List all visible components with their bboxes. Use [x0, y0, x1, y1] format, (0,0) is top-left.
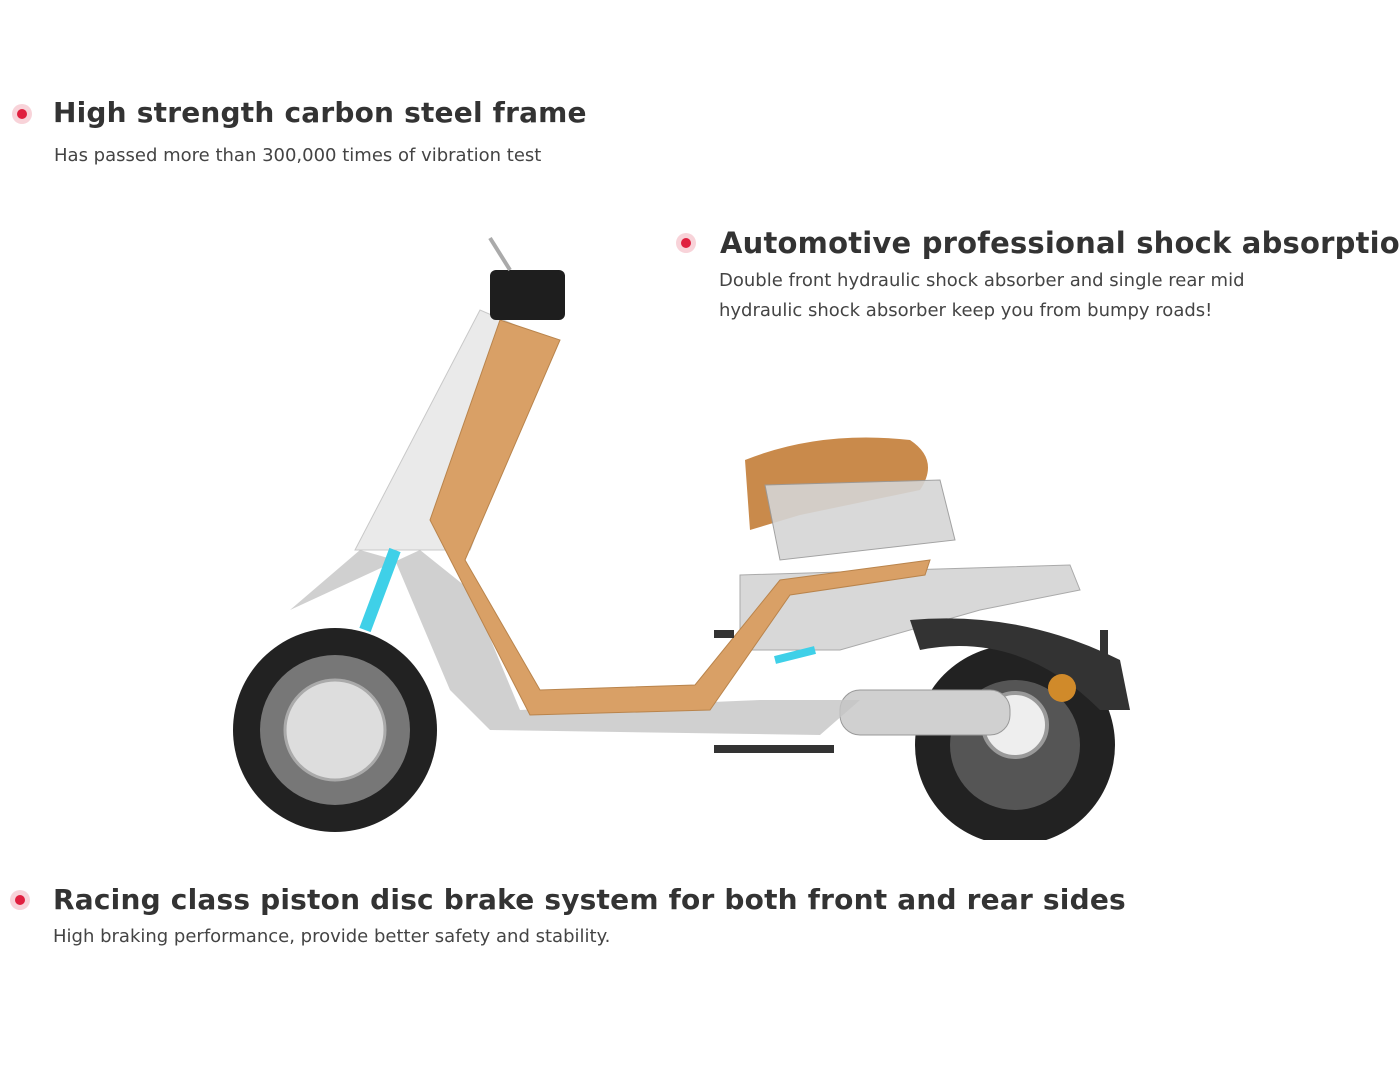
front-disc-brake — [283, 678, 387, 782]
bullet-dot-icon — [676, 233, 696, 253]
feature-title: High strength carbon steel frame — [53, 96, 587, 129]
bullet-dot-icon — [12, 104, 32, 124]
carbon-steel-frame — [429, 319, 931, 716]
front-shock-absorber — [359, 547, 401, 633]
feature-desc: Double front hydraulic shock absorber an… — [719, 266, 1245, 326]
bullet-dot-icon — [10, 890, 30, 910]
scooter-illustration — [233, 236, 1130, 840]
feature-desc: Has passed more than 300,000 times of vi… — [54, 145, 542, 166]
feature-desc-line: Double front hydraulic shock absorber an… — [719, 270, 1245, 291]
feature-desc-line: hydraulic shock absorber keep you from b… — [719, 300, 1213, 321]
feature-desc: High braking performance, provide better… — [53, 926, 611, 947]
handlebar — [490, 270, 565, 320]
feature-title: Racing class piston disc brake system fo… — [53, 883, 1126, 916]
feature-title: Automotive professional shock absorption — [720, 226, 1400, 260]
